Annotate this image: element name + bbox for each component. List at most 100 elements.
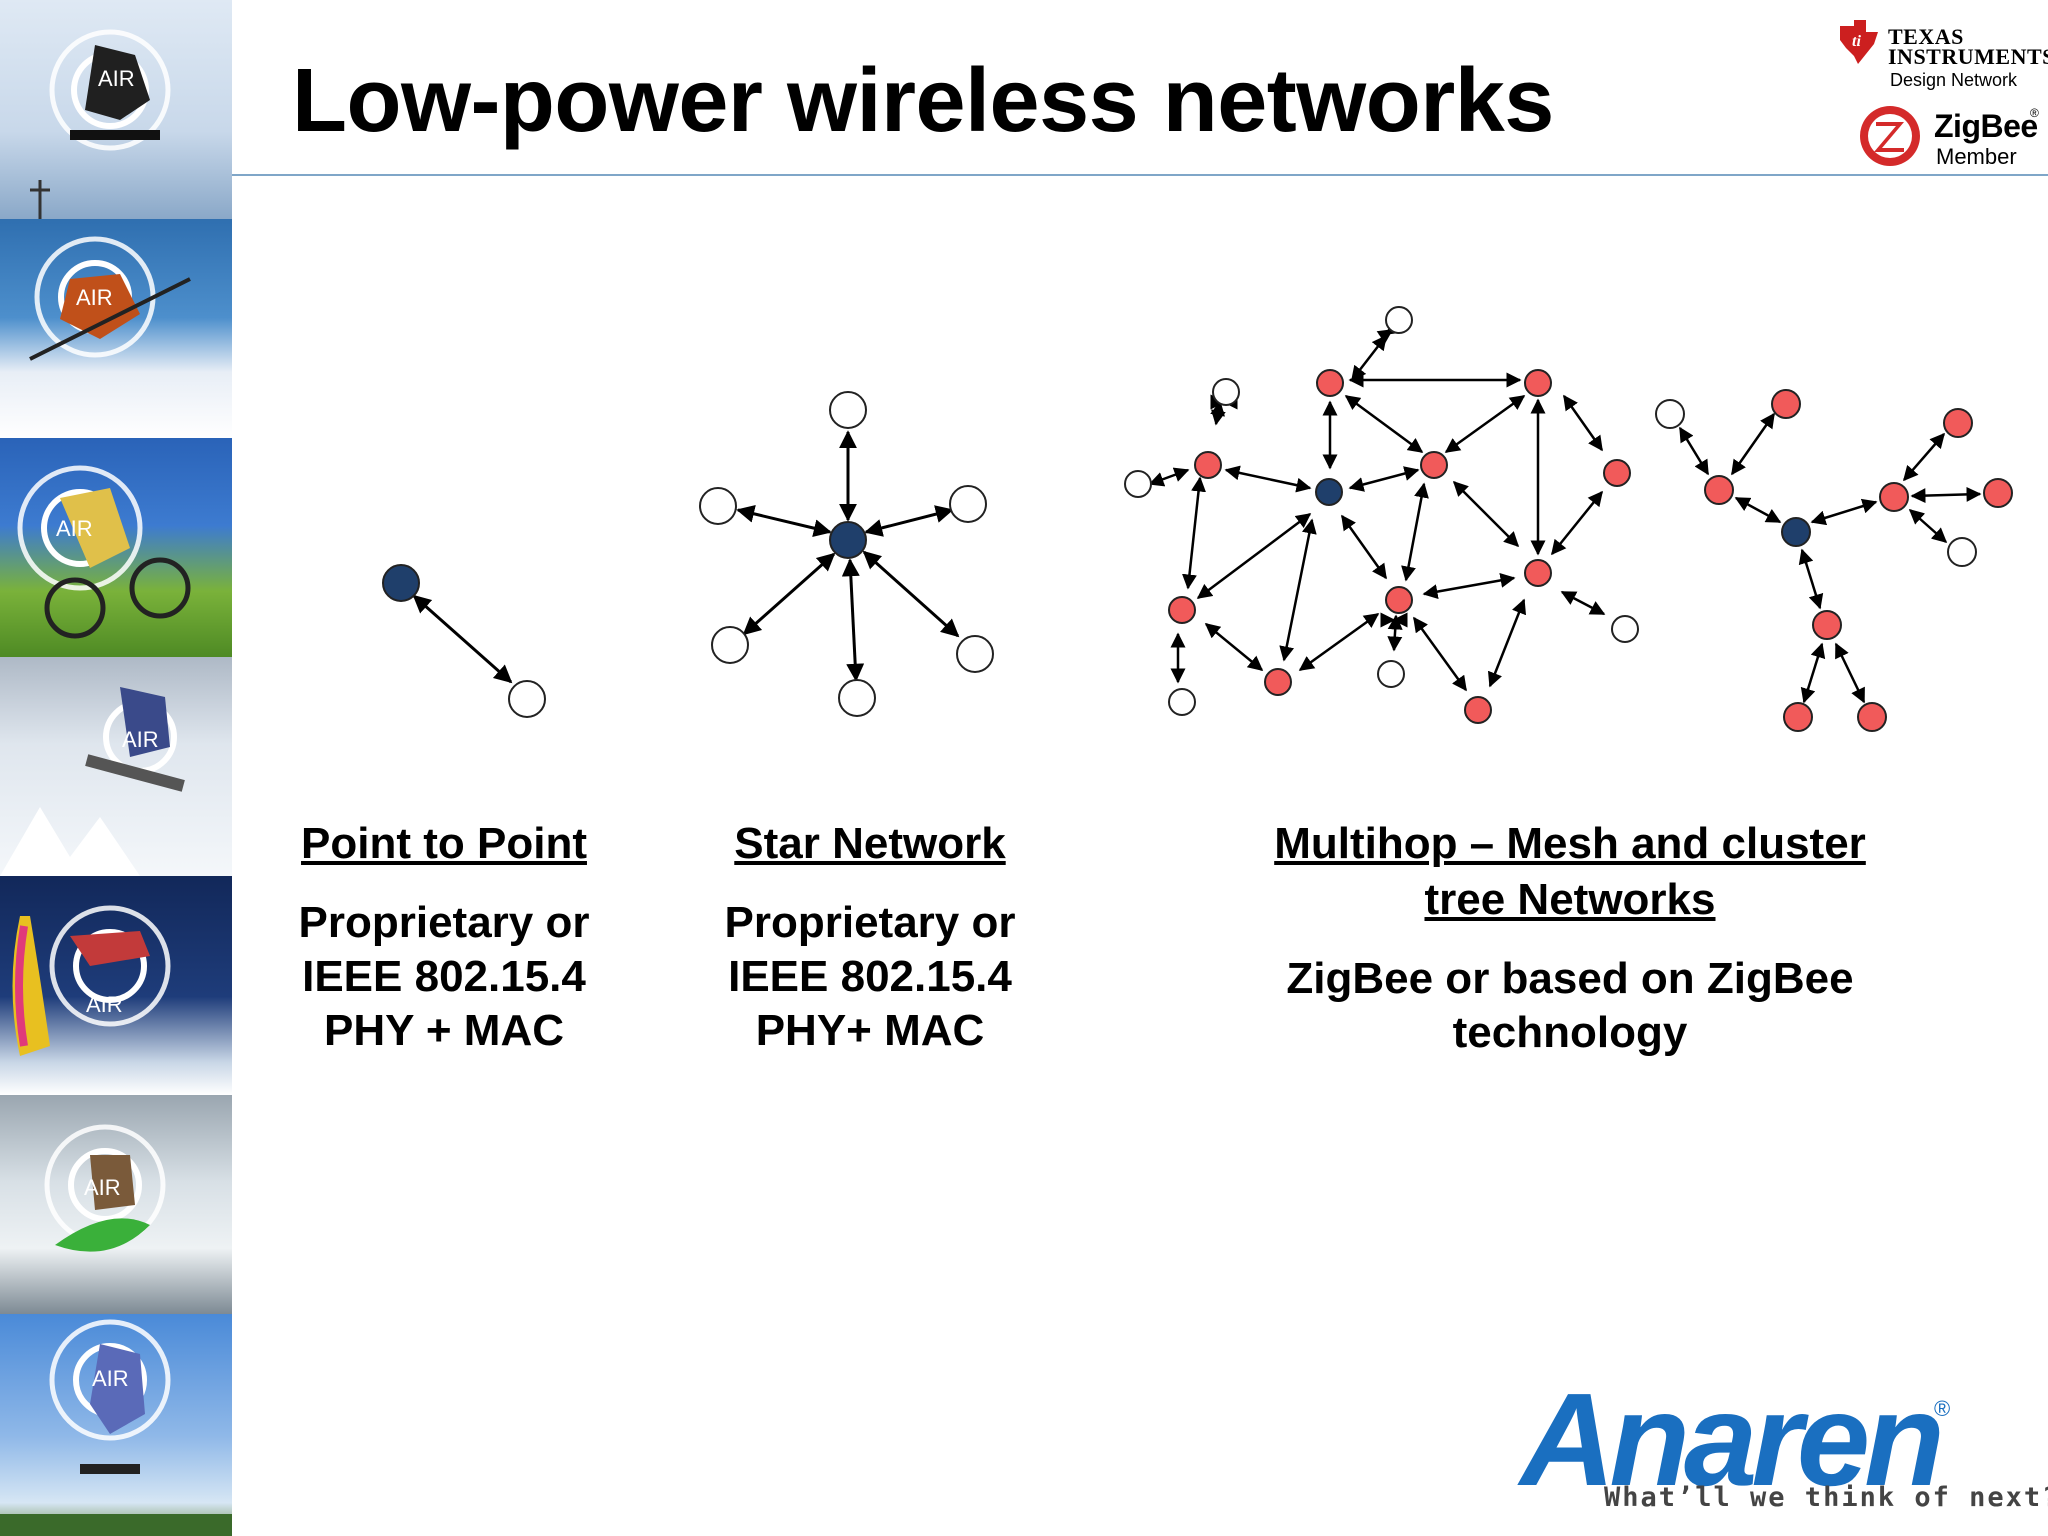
router-node	[1857, 702, 1887, 732]
router-node	[1983, 478, 2013, 508]
network-link	[1148, 467, 1190, 487]
anaren-tagline: What’ll we think of next?®	[1604, 1482, 2048, 1513]
network-link	[1340, 514, 1388, 580]
router-node	[1316, 369, 1344, 397]
network-link	[1444, 394, 1526, 454]
slide-title: Low-power wireless networks	[292, 51, 1554, 151]
router-node	[1812, 610, 1842, 640]
router-node	[1603, 459, 1631, 487]
network-link	[1298, 612, 1380, 672]
windsurfer-figure	[12, 905, 171, 1056]
cluster-tree-network	[1678, 412, 1982, 704]
sidebar-panel-windsurf: AIR	[0, 876, 232, 1095]
end-device-node	[1168, 688, 1196, 716]
coordinator-node	[829, 521, 867, 559]
caption-line: IEEE 802.15.4	[302, 952, 586, 1001]
caption-multihop: Multihop – Mesh and cluster tree Network…	[1210, 816, 1930, 1060]
end-device-node	[508, 680, 546, 718]
router-node	[1879, 482, 1909, 512]
network-link	[1798, 548, 1824, 610]
network-link	[1551, 490, 1603, 556]
sidebar-air-label: AIR	[86, 992, 123, 1017]
ti-logo-line3: Design Network	[1890, 70, 2018, 90]
anaren-registered-mark: ®	[1934, 1396, 1951, 1421]
cyclist-figure	[17, 465, 191, 639]
point-to-point-network	[382, 564, 546, 718]
network-link	[1678, 426, 1710, 476]
caption-line: Proprietary or	[724, 898, 1016, 947]
network-link	[1196, 513, 1312, 599]
end-device-node	[829, 391, 867, 429]
network-link	[1387, 614, 1403, 652]
caption-heading: Point to Point	[301, 819, 587, 868]
texas-instruments-logo: ti TEXAS INSTRUMENTS Design Network	[1836, 18, 2048, 90]
sidebar-air-label: AIR	[84, 1175, 121, 1200]
star-network	[699, 391, 994, 717]
network-link	[412, 594, 513, 684]
sidebar-panel-wakeboard: AIR	[0, 1095, 232, 1314]
zigbee-z-icon	[1860, 106, 1920, 166]
caption-line: PHY+ MAC	[755, 1006, 985, 1055]
network-link	[1834, 642, 1866, 704]
coordinator-node	[1781, 517, 1811, 547]
network-link	[1422, 572, 1516, 600]
snowboarder-figure	[0, 687, 185, 876]
network-link	[1903, 432, 1945, 482]
sidebar-panel-skateboard: AIR	[0, 0, 232, 219]
network-link	[1910, 486, 1982, 504]
network-link	[1560, 590, 1606, 616]
caption-line: Proprietary or	[298, 898, 590, 947]
router-node	[1524, 559, 1552, 587]
end-device-node	[711, 626, 749, 664]
router-node	[1194, 451, 1222, 479]
sidebar-panel-ski: AIR	[0, 219, 232, 438]
zigbee-registered-mark: ®	[2030, 106, 2039, 120]
end-device-node	[956, 635, 994, 673]
cluster-tree-nodes	[1655, 389, 2013, 732]
end-device-node	[1947, 537, 1977, 567]
svg-text:ti: ti	[1852, 33, 1861, 50]
network-link	[1562, 394, 1604, 452]
sidebar-photo-strip: AIR AIR AIR AIR	[0, 0, 232, 1536]
caption-heading: tree Networks	[1424, 875, 1716, 924]
network-link	[1730, 412, 1776, 476]
end-device-node	[1124, 470, 1152, 498]
sidebar-panel-snowboard: AIR	[0, 657, 232, 876]
caption-line: technology	[1452, 1008, 1688, 1057]
end-device-node	[1655, 399, 1685, 429]
zigbee-member-logo: ZigBee ® Member	[1858, 104, 2039, 169]
router-node	[1264, 668, 1292, 696]
anaren-logo: Anaren ® What’ll we think of next?®	[1520, 1366, 2048, 1530]
coordinator-node	[382, 564, 420, 602]
network-link	[1224, 465, 1312, 493]
network-link	[1351, 334, 1387, 382]
sidebar-air-label: AIR	[56, 516, 93, 541]
network-link	[1204, 623, 1264, 671]
caption-heading: Star Network	[734, 819, 1006, 868]
end-device-node	[1385, 306, 1413, 334]
network-link	[1401, 482, 1429, 582]
router-node	[1783, 702, 1813, 732]
network-link	[1279, 518, 1317, 662]
network-link	[1452, 480, 1520, 548]
router-node	[1704, 475, 1734, 505]
router-node	[1420, 451, 1448, 479]
network-link	[1210, 400, 1226, 426]
sidebar-panel-bike: AIR	[0, 438, 232, 657]
sidebar-air-label: AIR	[98, 66, 135, 91]
router-node	[1771, 389, 1801, 419]
rollerblader-figure	[0, 1319, 232, 1536]
router-node	[1385, 586, 1413, 614]
network-link	[1800, 642, 1826, 704]
sidebar-air-label: AIR	[76, 285, 113, 310]
end-device-node	[949, 485, 987, 523]
caption-star-network: Star Network Proprietary or IEEE 802.15.…	[670, 816, 1070, 1058]
network-link	[1810, 498, 1878, 526]
anaren-wordmark: Anaren	[1520, 1366, 1945, 1513]
network-link	[1487, 598, 1527, 688]
router-node	[1524, 369, 1552, 397]
sidebar-air-label: AIR	[92, 1366, 129, 1391]
router-node	[1168, 596, 1196, 624]
router-node	[1943, 408, 1973, 438]
